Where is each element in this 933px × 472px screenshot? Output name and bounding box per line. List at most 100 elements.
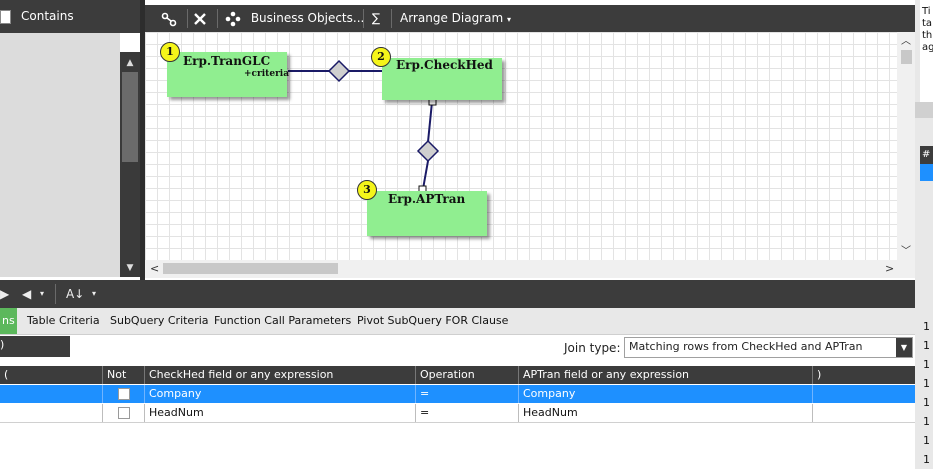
operation-cell[interactable]: = bbox=[416, 404, 519, 422]
business-object-list[interactable] bbox=[0, 33, 120, 277]
info-text-box bbox=[920, 0, 933, 102]
left-panel-header: Contains bbox=[0, 0, 143, 33]
info-text-line: ta bbox=[922, 18, 933, 29]
row-number[interactable]: 1 bbox=[923, 320, 930, 333]
selected-row-marker[interactable] bbox=[920, 164, 933, 181]
table-criteria-label: +criteria bbox=[244, 69, 290, 79]
table-number-badge: 3 bbox=[357, 180, 377, 200]
open-paren-cell[interactable] bbox=[0, 404, 103, 422]
table-name: Erp.CheckHed bbox=[396, 58, 493, 72]
table-node-checkhed[interactable]: Erp.CheckHed bbox=[382, 58, 502, 100]
business-objects-label: Business Objects... bbox=[250, 11, 365, 25]
chevron-down-icon[interactable]: ﹀ bbox=[901, 246, 911, 257]
table-name: Erp.TranGLC bbox=[183, 54, 271, 68]
link-tables-button[interactable] bbox=[161, 5, 177, 32]
chevron-down-icon[interactable]: ▾ bbox=[40, 289, 45, 298]
chevron-left-icon[interactable]: ◀ bbox=[22, 287, 32, 301]
dropdown-arrow-icon: ) bbox=[0, 338, 5, 351]
delete-button[interactable] bbox=[193, 5, 207, 32]
arrange-diagram-button[interactable]: Arrange Diagram ▾ bbox=[400, 5, 511, 32]
chevron-up-icon[interactable]: ︿ bbox=[901, 36, 911, 47]
right-field-cell[interactable]: Company bbox=[519, 385, 813, 403]
close-paren-cell[interactable] bbox=[813, 404, 915, 422]
relations-toolbar: ▶ ◀ ▾ A↓ ▾ bbox=[0, 280, 915, 308]
diagram-vertical-scrollbar[interactable]: ︿ ﹀ bbox=[897, 32, 915, 260]
scroll-up-icon[interactable]: ▲ bbox=[126, 58, 134, 68]
toolbar-top-gap bbox=[145, 0, 915, 5]
table-node-trangl[interactable]: Erp.TranGLC +criteria bbox=[167, 52, 290, 97]
column-header-right-field[interactable]: APTran field or any expression bbox=[519, 366, 813, 384]
column-header-number[interactable]: # bbox=[920, 146, 933, 164]
toolbar-separator bbox=[217, 9, 218, 28]
play-icon[interactable]: ▶ bbox=[0, 287, 10, 301]
table-node-aptran[interactable]: Erp.APTran bbox=[367, 191, 487, 236]
chevron-right-icon[interactable]: > bbox=[885, 262, 895, 275]
not-cell[interactable] bbox=[103, 404, 145, 422]
column-header-operation[interactable]: Operation bbox=[416, 366, 519, 384]
join-fields-grid: ( Not CheckHed field or any expression O… bbox=[0, 366, 915, 469]
column-header-left-field[interactable]: CheckHed field or any expression bbox=[145, 366, 416, 384]
info-text-line: Ti bbox=[922, 6, 931, 17]
tab-pivot-subquery[interactable]: Pivot SubQuery FOR Clause bbox=[357, 314, 509, 327]
column-header-open-paren[interactable]: ( bbox=[0, 366, 103, 384]
info-text-line: th bbox=[922, 30, 933, 41]
tab-relations[interactable]: ns bbox=[0, 308, 17, 334]
sort-icon[interactable]: A↓ bbox=[66, 287, 85, 301]
info-text-line: ag bbox=[922, 42, 933, 53]
scrollbar-thumb[interactable] bbox=[163, 263, 338, 274]
relation-selector-button[interactable]: ) bbox=[0, 336, 70, 357]
left-field-cell[interactable]: Company bbox=[145, 385, 416, 403]
open-paren-cell[interactable] bbox=[0, 385, 103, 403]
panel-splitter[interactable] bbox=[140, 0, 145, 280]
sigma-button[interactable]: ∑ bbox=[372, 11, 381, 25]
panel-splitter[interactable] bbox=[915, 102, 933, 118]
close-paren-cell[interactable] bbox=[813, 385, 915, 403]
row-number[interactable]: 1 bbox=[923, 434, 930, 447]
column-header-not[interactable]: Not bbox=[103, 366, 145, 384]
not-checkbox[interactable] bbox=[118, 407, 130, 419]
toolbar-separator bbox=[187, 9, 188, 28]
table-row[interactable]: Company = Company bbox=[0, 385, 915, 403]
link-icon bbox=[161, 12, 177, 26]
diagram-horizontal-scrollbar[interactable]: < > bbox=[145, 260, 915, 278]
table-row[interactable]: HeadNum = HeadNum bbox=[0, 404, 915, 423]
row-number[interactable]: 1 bbox=[923, 339, 930, 352]
table-number-badge: 1 bbox=[160, 42, 180, 62]
chevron-down-icon[interactable]: ▼ bbox=[896, 338, 912, 357]
row-number[interactable]: 1 bbox=[923, 358, 930, 371]
join-lines bbox=[288, 59, 440, 194]
left-panel-scrollbar[interactable]: ▲ ▼ bbox=[120, 52, 140, 277]
scrollbar-thumb[interactable] bbox=[122, 72, 138, 162]
right-field-cell[interactable]: HeadNum bbox=[519, 404, 813, 422]
contains-checkbox[interactable] bbox=[0, 10, 11, 24]
not-checkbox[interactable] bbox=[118, 388, 130, 400]
row-number[interactable]: 1 bbox=[923, 396, 930, 409]
join-diamond-icon bbox=[416, 139, 440, 163]
query-diagram-canvas[interactable]: Erp.TranGLC +criteria 1 Erp.CheckHed 2 E… bbox=[145, 32, 915, 260]
contains-label: Contains bbox=[21, 9, 74, 23]
left-field-cell[interactable]: HeadNum bbox=[145, 404, 416, 422]
hierarchy-icon bbox=[225, 11, 241, 26]
tab-subquery-criteria[interactable]: SubQuery Criteria bbox=[110, 314, 209, 327]
close-icon bbox=[194, 12, 206, 25]
chevron-down-icon[interactable]: ▾ bbox=[92, 289, 97, 298]
row-number[interactable]: 1 bbox=[923, 453, 930, 466]
criteria-tabs: ns Table Criteria SubQuery Criteria Func… bbox=[0, 308, 915, 335]
scrollbar-thumb[interactable] bbox=[901, 50, 912, 64]
scroll-down-icon[interactable]: ▼ bbox=[126, 263, 134, 273]
tab-table-criteria[interactable]: Table Criteria bbox=[27, 314, 100, 327]
row-number[interactable]: 1 bbox=[923, 377, 930, 390]
operation-cell[interactable]: = bbox=[416, 385, 519, 403]
not-cell[interactable] bbox=[103, 385, 145, 403]
join-type-value: Matching rows from CheckHed and APTran bbox=[629, 340, 863, 353]
chevron-down-icon: ▾ bbox=[507, 15, 512, 24]
table-name: Erp.APTran bbox=[388, 192, 466, 206]
row-number[interactable]: 1 bbox=[923, 415, 930, 428]
column-header-close-paren[interactable]: ) bbox=[817, 368, 822, 381]
tab-function-call-parameters[interactable]: Function Call Parameters bbox=[214, 314, 352, 327]
chevron-left-icon[interactable]: < bbox=[150, 262, 160, 275]
business-objects-button[interactable]: Business Objects... bbox=[225, 5, 364, 32]
join-type-select[interactable]: Matching rows from CheckHed and APTran ▼ bbox=[624, 337, 913, 358]
toolbar-separator bbox=[391, 9, 392, 28]
join-type-label: Join type: bbox=[564, 341, 621, 355]
